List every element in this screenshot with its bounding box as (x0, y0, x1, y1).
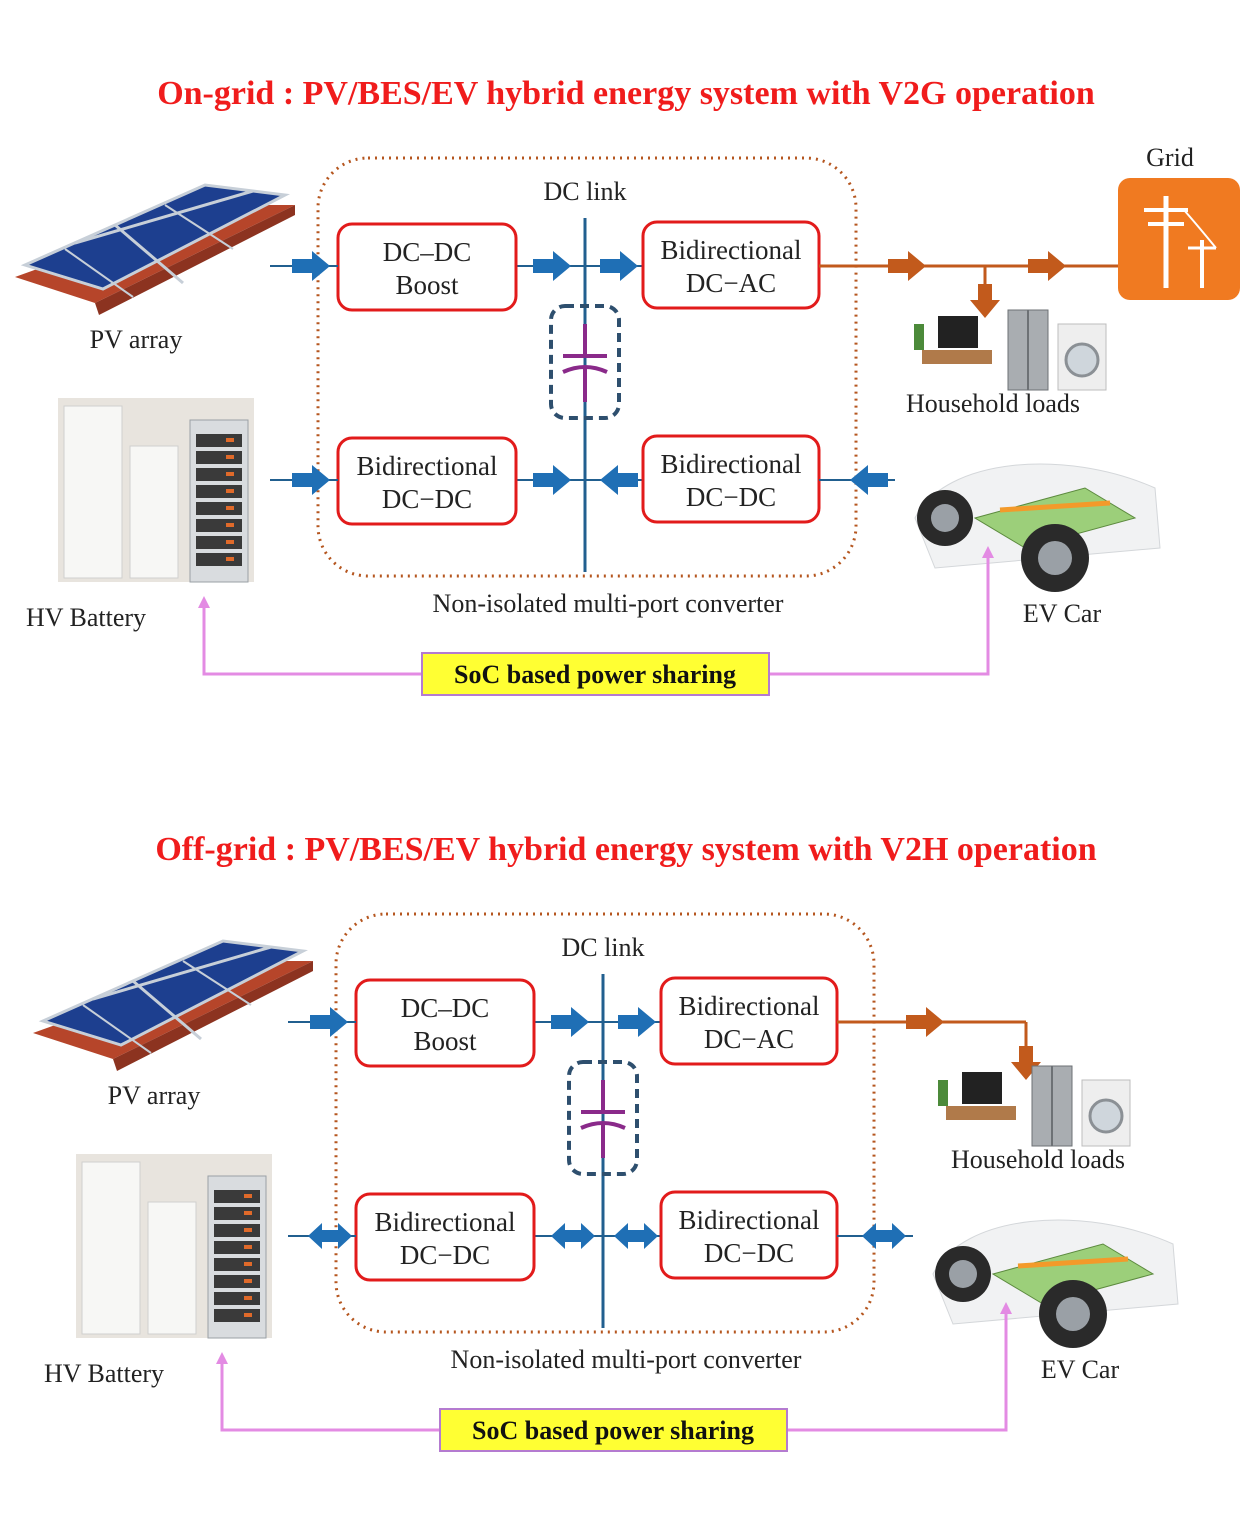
dc-link-label: DC link (561, 933, 644, 962)
bidirectional-dc-ac-box-line2: DC−AC (686, 268, 776, 298)
bidirectional-dc-ac-box-line2: DC−AC (704, 1024, 794, 1054)
dc-dc-boost-box-line1: DC–DC (383, 237, 472, 267)
dc-dc-boost-box-line1: DC–DC (401, 993, 490, 1023)
hv-battery-label: HV Battery (44, 1359, 164, 1388)
household-appliances-icon (914, 309, 1107, 391)
boost-to-link-arrow (551, 1007, 589, 1037)
boost-to-link-arrow (533, 251, 571, 281)
panel-2-title: Off-grid : PV/BES/EV hybrid energy syste… (155, 831, 1096, 868)
battery-bidirectional-arrow (308, 1223, 352, 1249)
ac-flow-arrow-2 (1028, 251, 1066, 281)
ev-flow-arrow (850, 465, 888, 495)
panel-1-title: On-grid : PV/BES/EV hybrid energy system… (157, 75, 1095, 112)
ev-car-label: EV Car (1023, 599, 1102, 628)
converter-boundary (316, 156, 858, 578)
ev-dc-dc-box-line2: DC−DC (704, 1238, 794, 1268)
household-loads-label: Household loads (906, 389, 1080, 418)
utility-pole-icon (1118, 178, 1240, 300)
hv-battery-label: HV Battery (26, 603, 146, 632)
dc-dc-boost-box-line2: Boost (395, 270, 459, 300)
household-loads-label: Household loads (951, 1145, 1125, 1174)
battery-flow-arrow (292, 465, 330, 495)
ev-dc-dc-box-line1: Bidirectional (661, 449, 802, 479)
ev-dc-dc-box-line2: DC−DC (686, 482, 776, 512)
solar-panel-icon (15, 183, 295, 315)
soc-arrowhead-battery (198, 596, 210, 608)
soc-label: SoC based power sharing (472, 1416, 754, 1445)
dc-dc-boost-box-line2: Boost (413, 1026, 477, 1056)
panel-2: Off-grid : PV/BES/EV hybrid energy syste… (33, 831, 1179, 1452)
soc-arrowhead-battery (216, 1352, 228, 1364)
grid-label: Grid (1146, 143, 1194, 172)
capacitor-icon (549, 304, 621, 420)
ev-chassis-icon (932, 1219, 1179, 1348)
ac-flow-arrow-1 (906, 1007, 944, 1037)
capacitor-icon (567, 1060, 639, 1176)
battery-link-bidirectional-arrow (551, 1223, 595, 1249)
soc-arrowhead-ev (1000, 1302, 1012, 1314)
pv-flow-arrow (292, 251, 330, 281)
pv-array-label: PV array (90, 325, 183, 354)
ev-dc-dc-box-line1: Bidirectional (679, 1205, 820, 1235)
solar-panel-icon (33, 939, 313, 1071)
load-flow-arrow (1011, 1046, 1041, 1080)
hv-battery-icon (76, 1154, 272, 1339)
panel-1: On-grid : PV/BES/EV hybrid energy system… (15, 75, 1240, 696)
pv-flow-arrow (310, 1007, 348, 1037)
converter-label: Non-isolated multi-port converter (451, 1345, 802, 1374)
ev-car-label: EV Car (1041, 1355, 1120, 1384)
pv-array-label: PV array (108, 1081, 201, 1110)
bidirectional-dc-ac-box-line1: Bidirectional (661, 235, 802, 265)
soc-label-box (421, 652, 770, 696)
soc-arrowhead-ev (982, 546, 994, 558)
ev-link-bidirectional-arrow (614, 1223, 658, 1249)
link-to-inverter-arrow (618, 1007, 656, 1037)
battery-dc-dc-box-line2: DC−DC (400, 1240, 490, 1270)
battery-dc-dc-box-line1: Bidirectional (357, 451, 498, 481)
load-flow-arrow (970, 284, 1000, 318)
bidirectional-dc-ac-box-line1: Bidirectional (679, 991, 820, 1021)
soc-label: SoC based power sharing (454, 660, 736, 689)
ac-flow-arrow-1 (888, 251, 926, 281)
ev-bidirectional-arrow (862, 1223, 906, 1249)
ev-chassis-icon (914, 463, 1161, 592)
battery-dc-dc-box-line1: Bidirectional (375, 1207, 516, 1237)
soc-label-box (439, 1408, 788, 1452)
dc-link-label: DC link (543, 177, 626, 206)
household-appliances-icon (938, 1065, 1131, 1147)
hv-battery-icon (58, 398, 254, 583)
ev-to-link-arrow (600, 465, 638, 495)
converter-label: Non-isolated multi-port converter (433, 589, 784, 618)
link-to-inverter-arrow (600, 251, 638, 281)
converter-boundary (334, 912, 876, 1334)
battery-dc-dc-box-line2: DC−DC (382, 484, 472, 514)
battery-to-link-arrow (533, 465, 571, 495)
